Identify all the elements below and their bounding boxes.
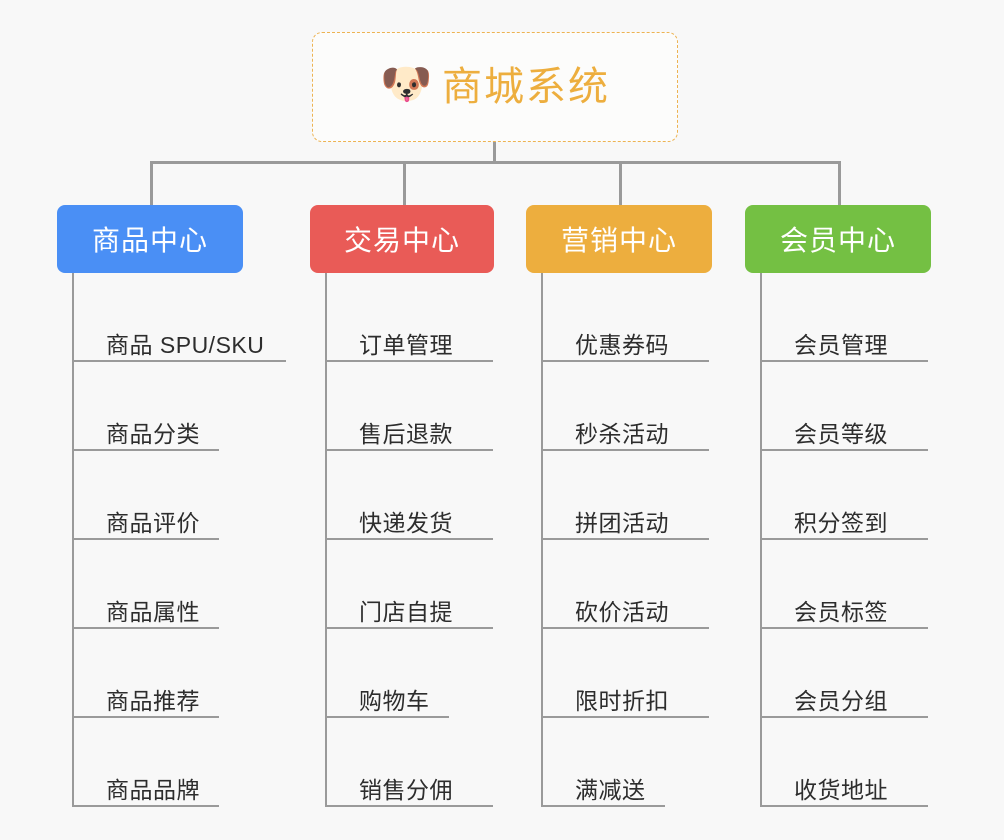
leaf-label: 会员标签: [794, 598, 888, 625]
leaf-label: 商品品牌: [106, 776, 200, 803]
leaf-underline: [327, 627, 493, 629]
leaf-item[interactable]: 拼团活动: [543, 451, 712, 540]
branch-header-label: 商品中心: [91, 225, 208, 256]
leaf-label: 会员分组: [794, 687, 888, 714]
leaf-label: 收货地址: [794, 776, 888, 803]
leaf-item[interactable]: 会员管理: [762, 273, 931, 362]
leaf-label: 购物车: [359, 687, 430, 714]
branch-drop-connector-2: [403, 161, 406, 205]
leaf-underline: [543, 627, 709, 629]
leaf-item[interactable]: 门店自提: [327, 540, 494, 629]
leaf-underline: [762, 805, 928, 807]
leaf-underline: [327, 716, 449, 718]
leaf-underline: [327, 805, 493, 807]
leaf-item[interactable]: 积分签到: [762, 451, 931, 540]
leaf-underline: [327, 360, 493, 362]
leaf-item[interactable]: 商品 SPU/SKU: [74, 273, 286, 362]
leaf-label: 商品评价: [106, 509, 200, 536]
leaf-underline: [74, 805, 219, 807]
branch-drop-connector-1: [150, 161, 153, 205]
leaf-list-member-center: 会员管理 会员等级 积分签到 会员标签 会员分组 收货地址: [760, 273, 931, 807]
leaf-item[interactable]: 快递发货: [327, 451, 494, 540]
branch-column-member-center: 会员中心 会员管理 会员等级 积分签到 会员标签 会员分组: [745, 205, 931, 807]
leaf-item[interactable]: 商品分类: [74, 362, 279, 451]
leaf-label: 销售分佣: [359, 776, 453, 803]
leaf-label: 限时折扣: [575, 687, 669, 714]
leaf-underline: [74, 360, 286, 362]
leaf-item[interactable]: 会员标签: [762, 540, 931, 629]
branch-header-label: 营销中心: [560, 225, 677, 256]
leaf-underline: [74, 627, 219, 629]
leaf-underline: [74, 716, 219, 718]
leaf-item[interactable]: 优惠券码: [543, 273, 712, 362]
leaf-label: 商品 SPU/SKU: [106, 331, 265, 358]
branch-header-marketing-center[interactable]: 营销中心: [526, 205, 712, 273]
leaf-underline: [543, 360, 709, 362]
branch-header-product-center[interactable]: 商品中心: [57, 205, 243, 273]
branch-header-member-center[interactable]: 会员中心: [745, 205, 931, 273]
leaf-item[interactable]: 购物车: [327, 629, 494, 718]
leaf-label: 商品属性: [106, 598, 200, 625]
leaf-underline: [543, 449, 709, 451]
leaf-underline: [327, 449, 493, 451]
leaf-item[interactable]: 限时折扣: [543, 629, 712, 718]
leaf-underline: [762, 716, 928, 718]
root-title: 商城系统: [442, 65, 610, 109]
leaf-label: 门店自提: [359, 598, 453, 625]
leaf-item[interactable]: 收货地址: [762, 718, 931, 807]
leaf-list-product-center: 商品 SPU/SKU 商品分类 商品评价 商品属性 商品推荐 商品品牌: [72, 273, 286, 807]
branch-drop-connector-3: [619, 161, 622, 205]
leaf-label: 秒杀活动: [575, 420, 669, 447]
leaf-item[interactable]: 商品属性: [74, 540, 279, 629]
leaf-underline: [762, 360, 928, 362]
leaf-item[interactable]: 售后退款: [327, 362, 494, 451]
leaf-underline: [543, 716, 709, 718]
leaf-item[interactable]: 商品评价: [74, 451, 279, 540]
leaf-label: 砍价活动: [575, 598, 669, 625]
leaf-item[interactable]: 订单管理: [327, 273, 494, 362]
branch-column-product-center: 商品中心 商品 SPU/SKU 商品分类 商品评价 商品属性 商品推荐: [57, 205, 286, 807]
branch-bus-connector: [150, 161, 840, 164]
leaf-underline: [543, 538, 709, 540]
leaf-underline: [327, 538, 493, 540]
leaf-label: 拼团活动: [575, 509, 669, 536]
leaf-list-trade-center: 订单管理 售后退款 快递发货 门店自提 购物车 销售分佣: [325, 273, 494, 807]
leaf-label: 积分签到: [794, 509, 888, 536]
leaf-label: 会员等级: [794, 420, 888, 447]
leaf-item[interactable]: 商品推荐: [74, 629, 279, 718]
leaf-label: 商品分类: [106, 420, 200, 447]
leaf-item[interactable]: 商品品牌: [74, 718, 279, 807]
leaf-item[interactable]: 满减送: [543, 718, 712, 807]
branch-column-marketing-center: 营销中心 优惠券码 秒杀活动 拼团活动 砍价活动 限时折扣: [526, 205, 712, 807]
leaf-item[interactable]: 销售分佣: [327, 718, 494, 807]
leaf-underline: [762, 449, 928, 451]
leaf-item[interactable]: 会员等级: [762, 362, 931, 451]
branch-header-label: 会员中心: [779, 225, 896, 256]
leaf-label: 商品推荐: [106, 687, 200, 714]
leaf-item[interactable]: 会员分组: [762, 629, 931, 718]
leaf-underline: [74, 449, 219, 451]
branch-header-trade-center[interactable]: 交易中心: [310, 205, 494, 273]
leaf-list-marketing-center: 优惠券码 秒杀活动 拼团活动 砍价活动 限时折扣 满减送: [541, 273, 712, 807]
branch-drop-connector-4: [838, 161, 841, 205]
leaf-item[interactable]: 砍价活动: [543, 540, 712, 629]
leaf-label: 会员管理: [794, 331, 888, 358]
branch-header-label: 交易中心: [343, 225, 460, 256]
leaf-label: 订单管理: [359, 331, 453, 358]
leaf-label: 售后退款: [359, 420, 453, 447]
branch-column-trade-center: 交易中心 订单管理 售后退款 快递发货 门店自提 购物车: [310, 205, 494, 807]
leaf-underline: [762, 627, 928, 629]
leaf-underline: [74, 538, 219, 540]
root-stem-connector: [493, 142, 496, 163]
leaf-label: 满减送: [575, 776, 646, 803]
leaf-label: 快递发货: [359, 509, 453, 536]
leaf-underline: [543, 805, 665, 807]
leaf-label: 优惠券码: [575, 331, 669, 358]
root-node[interactable]: 🐶 商城系统: [312, 32, 678, 142]
leaf-underline: [762, 538, 928, 540]
leaf-item[interactable]: 秒杀活动: [543, 362, 712, 451]
shiba-dog-face-icon: 🐶: [380, 60, 433, 107]
